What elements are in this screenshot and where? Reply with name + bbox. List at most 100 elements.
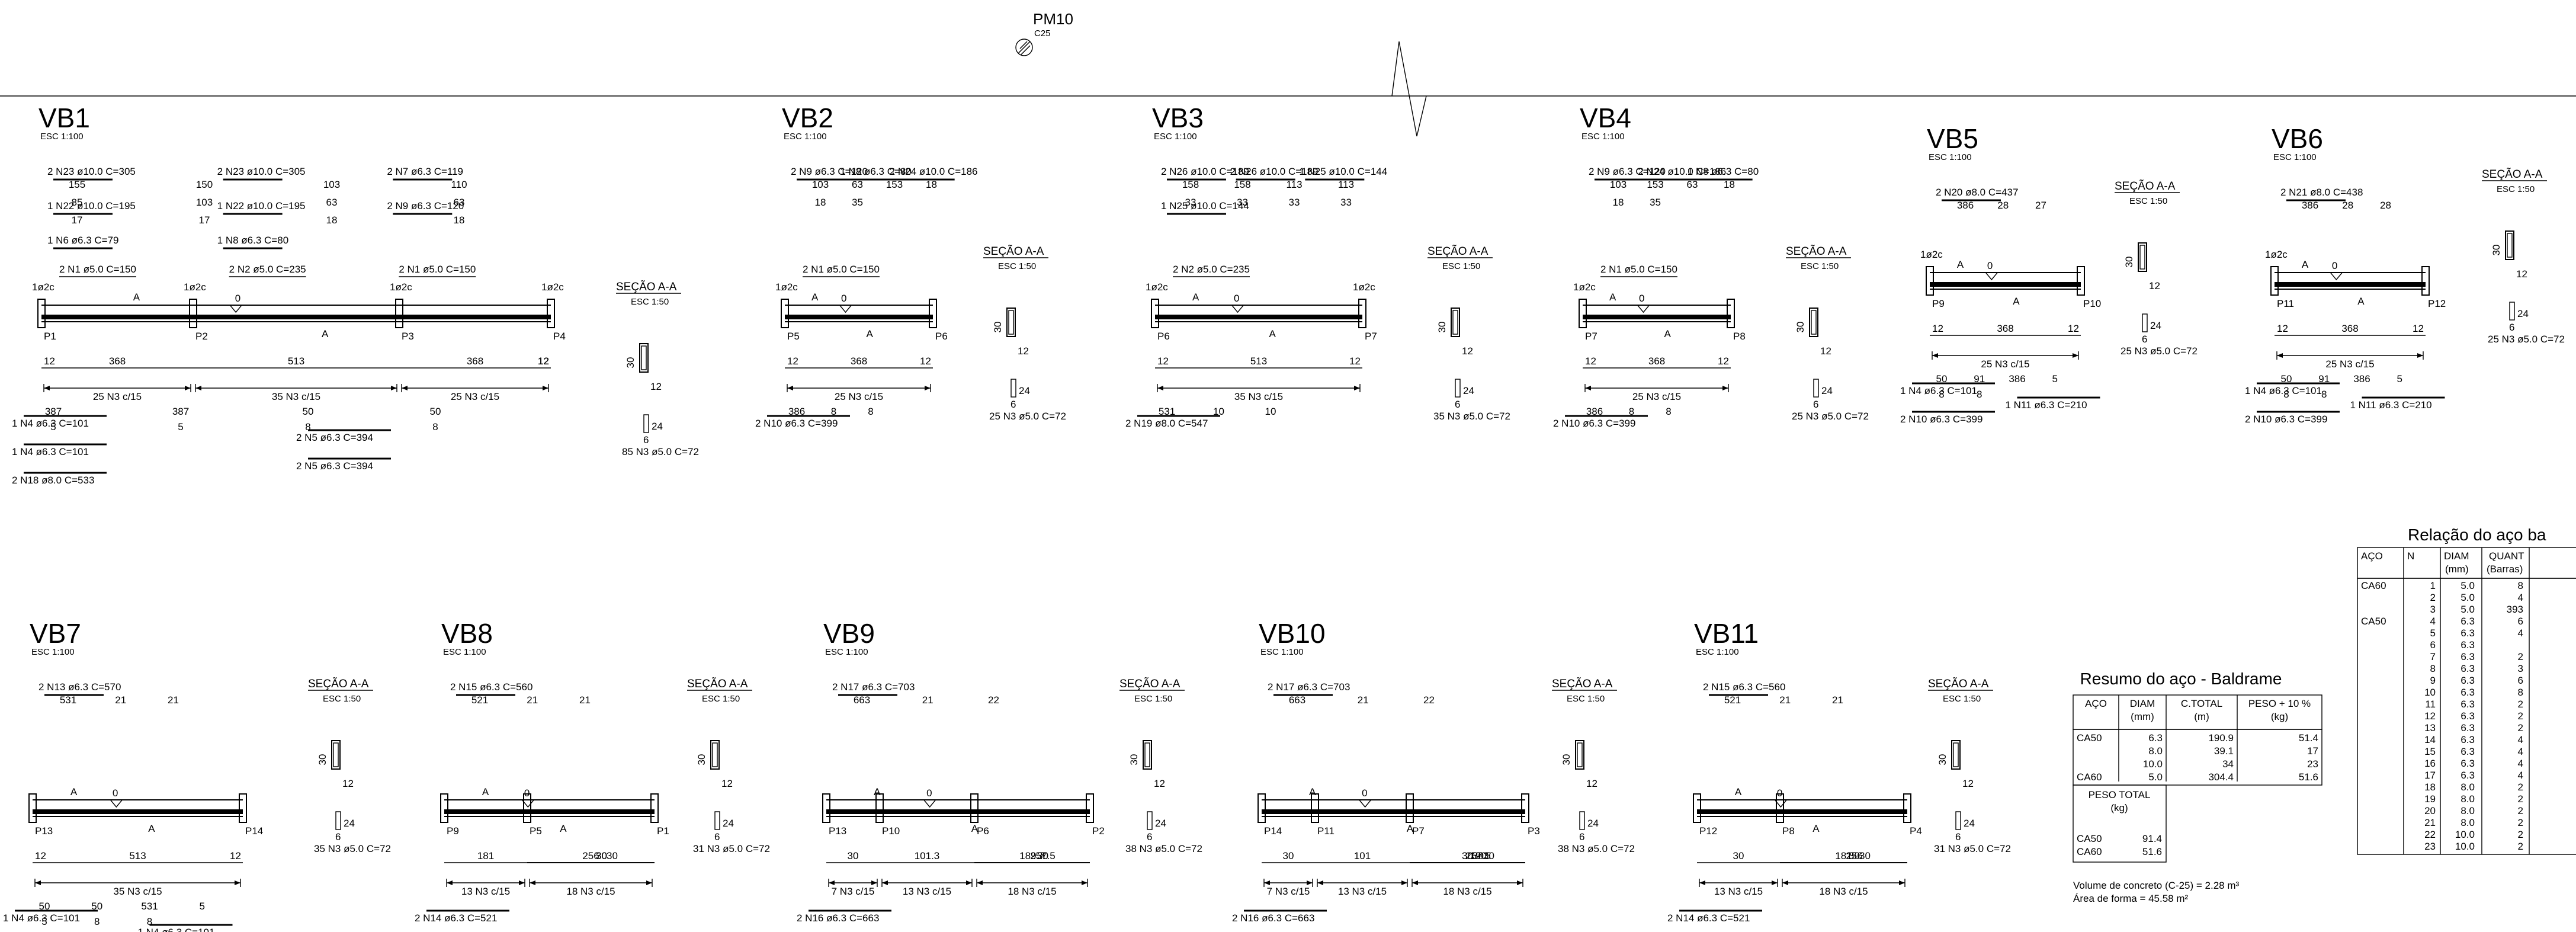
spacing-dim-arrow [1772,880,1778,885]
marker-label: 1ø2c [1353,281,1375,293]
concrete-volume: Volume de concreto (C-25) = 2.28 m³ [2073,880,2239,891]
stirrup-width-label: 6 [1455,399,1460,410]
stirrup-spacing-label: 13 N3 c/15 [461,886,510,897]
top-dim-label: 33 [1340,197,1352,208]
span-dim-label: 513 [1250,355,1267,367]
relation-header: DIAM [2444,550,2469,562]
stirrup-height-label: 24 [1964,818,1975,829]
relation-cell-diam: 5.0 [2460,580,2475,591]
relation-cell-qty: 2 [2518,805,2523,816]
spacing-dim-arrow [402,386,408,390]
span-dim-label: 256 [582,850,599,861]
support-dim-label: 12 [2277,323,2288,334]
pillar [1257,793,1266,823]
top-dim-label: 663 [1289,694,1305,706]
stirrup-detail-rect [643,414,649,433]
top-bar-label: 2 N26 ø10.0 C=189 [1161,166,1249,177]
section-stirrup-label: 25 N3 ø5.0 C=72 [1792,411,1869,422]
top-bar-label: 2 N21 ø8.0 C=438 [2280,187,2363,198]
span-dim-label: 256 [1846,850,1862,861]
spacing-dim-arrow [1264,880,1270,885]
stirrup-detail-rect [335,811,341,830]
relation-cell-qty: 2 [2518,817,2523,828]
stirrup-spacing-label: 25 N3 c/15 [835,391,883,402]
stirrup-height-label: 24 [652,421,663,432]
relation-cell-diam: 8.0 [2460,782,2475,793]
support-dim-label: 12 [230,850,241,861]
stirrup-spacing-label: 25 N3 c/15 [2325,358,2374,370]
beam-scale: ESC 1:100 [1696,647,1739,657]
section-scale: ESC 1:50 [702,694,740,704]
relation-header: QUANT [2489,550,2524,562]
stirrup-width-label: 6 [1010,399,1016,410]
bottom-dim-label: 8 [868,406,873,417]
bottom-bar-label: 2 N5 ø6.3 C=394 [296,432,373,443]
relation-cell-n: 8 [2430,663,2436,674]
section-title: SEÇÃO A-A [1928,677,1989,690]
top-bar-label: 2 N15 ø6.3 C=560 [1703,681,1785,693]
section-rect [710,740,720,770]
top-dim-label: 63 [1687,179,1698,190]
spacing-dim-arrow [519,880,525,885]
support-dim-label: 12 [35,850,46,861]
relation-cell-diam: 10.0 [2455,829,2475,840]
section-height-label: 30 [625,357,636,369]
bottom-dim-label: 50 [39,901,50,912]
span-dim-label: 30 [1849,850,1860,861]
section-width-label: 12 [2516,268,2527,280]
beam-title: VB5 [1927,123,1978,154]
relation-cell-diam: 6.3 [2460,734,2475,745]
top-dim-label: 35 [1650,197,1661,208]
pillar [1693,793,1701,823]
stirrup-group-label: 2 N1 ø5.0 C=150 [59,264,136,275]
top-dim-label: 63 [326,197,338,208]
spacing-dim-arrow [195,386,201,390]
section-rect [1809,308,1818,337]
section-stirrup-rect [333,742,339,767]
support-dim-label: 12 [2068,323,2079,334]
section-width-label: 12 [1018,345,1029,357]
break-line-symbol [1391,41,2576,137]
level-mark: 0 [235,293,240,304]
top-bar-label: 1 N8 ø6.3 C=80 [840,166,912,177]
top-dim-label: 22 [988,694,999,706]
beam-title: VB8 [441,618,493,649]
bottom-bar-label: 2 N19 ø8.0 C=547 [1125,418,1208,429]
bottom-dim-label: 8 [1977,389,1982,400]
summary-cell: 8.0 [2148,745,2163,757]
stirrup-height-label: 24 [1463,385,1474,396]
top-dim-label: 21 [579,694,591,706]
stirrup-height-label: 24 [2150,320,2161,331]
level-triangle [1231,305,1244,313]
spacing-dim-arrow [882,880,888,885]
section-mark: A [1735,786,1742,798]
pillar-label: P2 [195,331,208,342]
pillar-label: P14 [1264,825,1282,837]
section-scale: ESC 1:50 [2497,184,2535,194]
bottom-dim-label: 8 [2321,389,2327,400]
section-mark: A [2302,259,2309,270]
relation-cell-n: 18 [2424,782,2436,793]
stirrup-spacing-label: 18 N3 c/15 [1008,886,1056,897]
relation-cell-n: 2 [2430,592,2436,603]
top-dim-label: 110 [451,179,467,190]
section-stirrup-rect [641,345,647,370]
form-area: Área de forma = 45.58 m² [2073,893,2189,904]
top-dim-label: 103 [323,179,340,190]
relation-cell-n: 15 [2424,746,2436,757]
top-dim-label: 18 [815,197,826,208]
summary-cell: 10.0 [2143,758,2163,770]
top-dim-label: 521 [471,694,488,706]
marker-label: 1ø2c [2265,249,2288,260]
relation-cell-n: 10 [2424,687,2436,698]
top-bar-label: 1 N8 ø6.3 C=80 [1688,166,1759,177]
summary-cell: 304.4 [2208,771,2234,783]
top-dim-label: 103 [1610,179,1627,190]
section-title: SEÇÃO A-A [983,245,1044,258]
pillar [2421,266,2430,296]
stirrup-width-label: 6 [1147,831,1152,843]
spacing-dim-arrow [1899,880,1905,885]
pillar-label: P1 [657,825,669,837]
